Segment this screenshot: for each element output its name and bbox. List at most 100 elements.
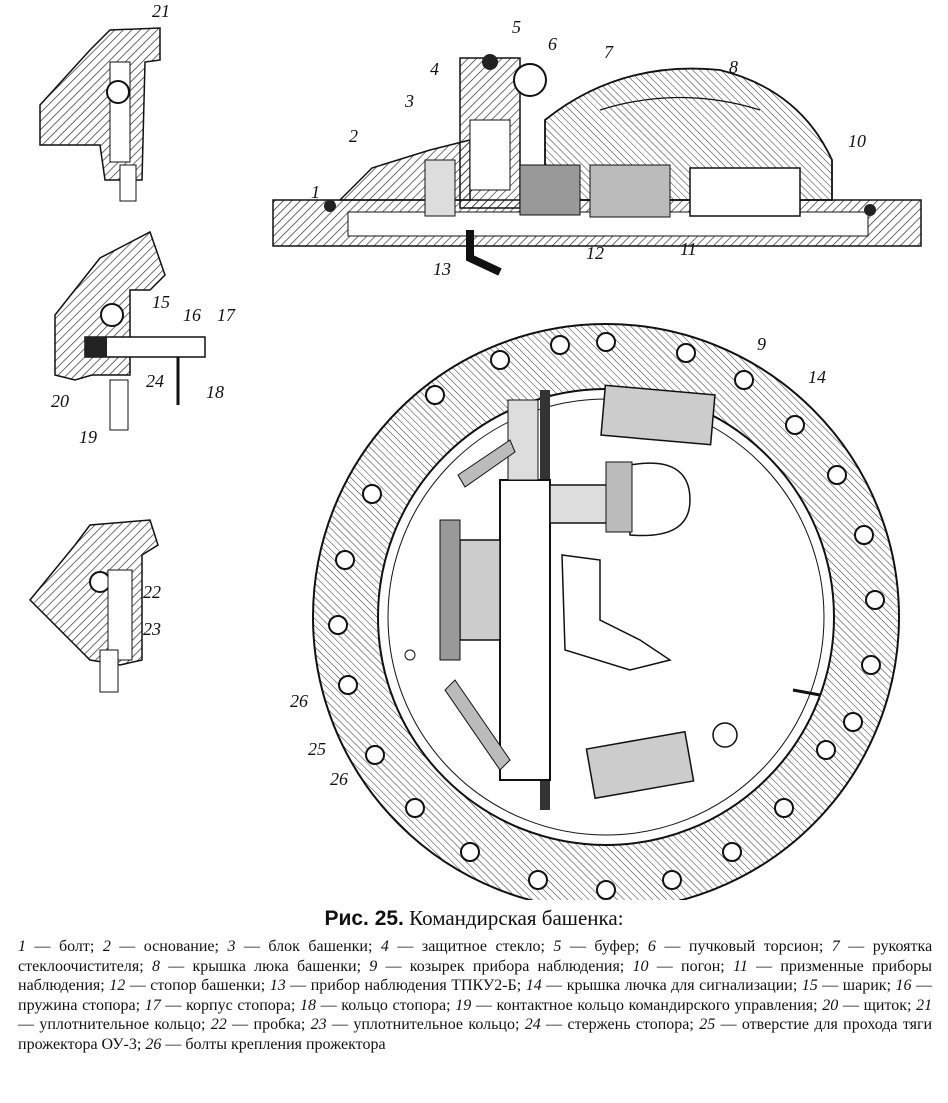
callout-10: 10 <box>848 131 866 151</box>
legend-item-number: 9 <box>369 957 378 975</box>
legend-item-number: 11 <box>733 957 748 975</box>
legend-item-text: пробка <box>253 1016 301 1033</box>
legend-item-number: 20 <box>822 996 839 1014</box>
callout-3: 3 <box>405 91 414 111</box>
figure-number: Рис. 25. <box>324 907 404 930</box>
legend-item-text: уплотнительное кольцо <box>39 1016 201 1033</box>
legend-item: 2 — основание <box>102 938 215 955</box>
callout-2: 2 <box>349 126 358 146</box>
legend-item-text: призменные приборы наблюдения <box>18 957 932 995</box>
legend-item-number: 16 <box>895 977 912 994</box>
legend-item-text: рукоятка стеклоочистителя <box>18 938 933 975</box>
legend-item-number: 19 <box>455 996 472 1014</box>
turret-drawing-svg <box>28 27 922 911</box>
legend-item-text: стопор башенки <box>150 977 261 994</box>
legend-item-number: 24 <box>524 1016 541 1033</box>
legend-item-text: погон <box>681 957 721 975</box>
legend-item-number: 21 <box>916 996 933 1014</box>
legend-item: 8 — крышка люка башенки <box>151 957 357 975</box>
legend-item: 21 — уплотнительное кольцо <box>18 996 933 1034</box>
legend-item: 26 — болты крепления прожектора <box>145 1035 386 1053</box>
callout-21: 21 <box>152 1 170 21</box>
legend-item: 20 — щиток <box>822 996 907 1014</box>
legend-item: 23 — уплотнительное кольцо <box>310 1016 515 1033</box>
legend-item-text: крышка люка башенки <box>192 957 357 975</box>
legend-item-number: 7 <box>831 938 840 955</box>
callout-4: 4 <box>430 59 439 79</box>
legend-item-number: 1 <box>18 938 26 955</box>
legend-item-text: пучковый торсион <box>688 938 819 955</box>
legend-item-number: 10 <box>632 957 649 975</box>
callout-8: 8 <box>729 57 738 77</box>
legend-item: 10 — погон <box>632 957 721 975</box>
legend-item-number: 6 <box>647 938 656 955</box>
legend-item: 15 — шарик <box>801 977 887 994</box>
callout-11: 11 <box>680 239 697 259</box>
legend-item-text: пружина стопора <box>18 996 136 1014</box>
callout-6: 6 <box>548 34 557 54</box>
callout-1: 1 <box>311 182 320 202</box>
callout-26-lower: 26 <box>330 769 348 789</box>
legend-item: 25 — отверстие для прохода тяги прожекто… <box>18 1016 933 1053</box>
legend-item-text: уплотнительное кольцо <box>353 1016 515 1033</box>
callout-9: 9 <box>757 334 766 354</box>
legend-item: 24 — стержень стопора <box>524 1016 690 1033</box>
callout-16: 16 <box>183 305 201 325</box>
legend-item-text: корпус стопора <box>186 996 291 1014</box>
legend-item-text: кольцо стопора <box>341 996 447 1014</box>
legend-item-number: 4 <box>380 938 389 955</box>
callout-22: 22 <box>143 582 161 602</box>
legend-item: 1 — болт <box>18 938 90 955</box>
legend-item: 5 — буфер <box>553 938 635 955</box>
legend-item: 13 — прибор наблюдения ТПКУ2-Б <box>269 977 517 994</box>
technical-drawing: 1 2 3 4 5 6 7 8 9 10 11 12 13 14 15 16 1… <box>28 1 922 911</box>
figure-title: Командирская башенка: <box>409 906 624 930</box>
legend-item-text: болт <box>58 938 90 955</box>
figure-caption: Рис. 25. Командирская башенка: <box>0 905 948 932</box>
legend-item: 22 — пробка <box>210 1016 301 1033</box>
legend-item: 11 — призменные приборы наблюдения <box>18 957 932 995</box>
legend-item-number: 22 <box>210 1016 227 1033</box>
callout-17: 17 <box>217 305 235 325</box>
legend-item-number: 15 <box>801 977 818 994</box>
legend-item: 4 — защитное стекло <box>380 938 541 955</box>
callout-26-upper: 26 <box>290 691 308 711</box>
legend-item-text: крышка лючка для сигнализации <box>566 977 793 994</box>
legend-item-number: 25 <box>699 1016 716 1033</box>
side-section-view <box>272 54 922 276</box>
callout-13: 13 <box>433 259 451 279</box>
legend-item-number: 8 <box>151 957 160 975</box>
legend-item: 12 — стопор башенки <box>109 977 261 994</box>
legend-item-number: 23 <box>310 1016 327 1033</box>
legend-item-text: контактное кольцо командирского управлен… <box>496 996 814 1014</box>
legend-item: 18 — кольцо стопора <box>299 996 447 1014</box>
legend-item-number: 14 <box>525 977 542 994</box>
legend-item: 14 — крышка лючка для сигнализации <box>525 977 793 994</box>
legend-item-text: блок башенки <box>268 938 368 955</box>
legend-item-number: 13 <box>269 977 286 994</box>
legend-item-text: прибор наблюдения ТПКУ2-Б <box>310 977 517 994</box>
legend-item-number: 17 <box>144 996 161 1014</box>
callout-7: 7 <box>604 42 613 62</box>
hatch-plan-view <box>312 323 900 911</box>
legend-item-text: буфер <box>594 938 635 955</box>
callout-24: 24 <box>146 371 164 391</box>
legend-item: 9 — козырек прибора наблюдения <box>369 957 620 975</box>
legend-item-number: 5 <box>553 938 562 955</box>
legend-item-number: 2 <box>102 938 111 955</box>
legend-item: 3 — блок башенки <box>227 938 368 955</box>
callout-14: 14 <box>808 367 826 387</box>
callout-19: 19 <box>79 427 97 447</box>
legend-item: 7 — рукоятка стеклоочистителя <box>18 938 933 975</box>
callout-25: 25 <box>308 739 326 759</box>
detail-view-3 <box>28 519 159 693</box>
callout-18: 18 <box>206 382 224 402</box>
callout-20: 20 <box>51 391 69 411</box>
legend-item: 19 — контактное кольцо командирского упр… <box>455 996 814 1014</box>
legend-item-text: отверстие для прохода тяги прожектора ОУ… <box>18 1016 933 1053</box>
legend-item-text: щиток <box>863 996 907 1014</box>
legend-item-text: защитное стекло <box>421 938 541 955</box>
legend-item-number: 12 <box>109 977 126 994</box>
legend-item-number: 3 <box>227 938 236 955</box>
legend-item: 6 — пучковый торсион <box>647 938 819 955</box>
